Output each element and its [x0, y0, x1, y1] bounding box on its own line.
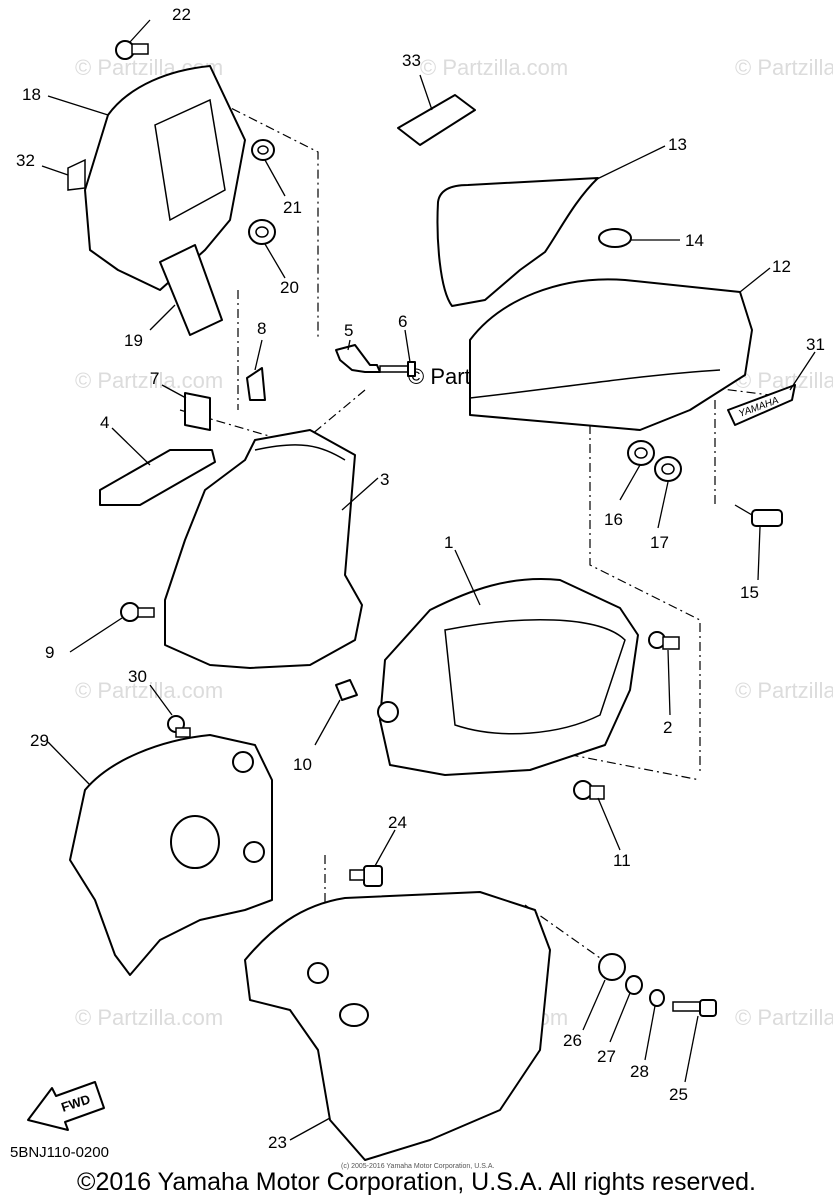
part-12-side-cover [469, 278, 753, 431]
callout: 16 [604, 510, 623, 529]
part-1-cover [377, 578, 639, 776]
part-22-bolt [115, 40, 149, 60]
part-19-pad [159, 244, 223, 336]
watermark: © Partzilla.com [75, 1005, 223, 1030]
watermark: © Partzilla.com [75, 368, 223, 393]
callout: 20 [280, 278, 299, 297]
callout: 23 [268, 1133, 287, 1152]
part-33-clip [397, 94, 476, 146]
watermark: © Partzilla.com [420, 55, 568, 80]
part-2-bolt [648, 631, 680, 650]
callout: 18 [22, 85, 41, 104]
part-28-washer [649, 989, 665, 1007]
part-10-clip [335, 679, 358, 701]
callout: 9 [45, 643, 54, 662]
callout: 17 [650, 533, 669, 552]
callout-numbers: 22 18 32 33 13 21 14 12 20 19 8 5 6 31 7… [16, 5, 825, 1152]
callout: 8 [257, 319, 266, 338]
callout: 6 [398, 312, 407, 331]
copyright-footer: ©2016 Yamaha Motor Corporation, U.S.A. A… [77, 1168, 756, 1196]
part-5-bracket [335, 344, 381, 373]
part-24-bolt [349, 865, 383, 887]
tiny-copyright: (c) 2005-2016 Yamaha Motor Corporation, … [341, 1163, 495, 1170]
callout: 7 [150, 369, 159, 388]
callout: 11 [613, 851, 631, 870]
callout: 14 [685, 231, 704, 250]
callout: 3 [380, 470, 389, 489]
callout: 2 [663, 718, 672, 737]
callout: 25 [669, 1085, 688, 1104]
callout: 4 [100, 413, 109, 432]
part-21-grommet [251, 139, 275, 161]
part-15-fastener [734, 504, 783, 527]
watermark: © Partzilla.com [735, 1005, 833, 1030]
callout: 5 [344, 321, 353, 340]
callout: 1 [444, 533, 453, 552]
callout: 29 [30, 731, 49, 750]
part-4-sheet [99, 449, 216, 506]
part-6-screw [379, 361, 416, 377]
part-16-nut [627, 440, 655, 466]
part-29-sprocket-cover [69, 734, 273, 976]
watermark: © Partzilla.com [735, 55, 833, 80]
callout: 31 [806, 335, 825, 354]
part-11-bolt [573, 780, 605, 800]
callout: 22 [172, 5, 191, 24]
part-9-bolt [120, 602, 155, 622]
part-32-label [67, 158, 86, 191]
callout: 24 [388, 813, 407, 832]
callout: 12 [772, 257, 791, 276]
callout: 33 [402, 51, 421, 70]
part-20-grommet [248, 219, 276, 245]
watermark: © Partzilla.com [75, 678, 223, 703]
part-3-battery-box [164, 429, 363, 669]
callout: 30 [128, 667, 147, 686]
callout: 13 [668, 135, 687, 154]
callout: 21 [283, 198, 302, 217]
part-27-collar [625, 975, 643, 995]
callout: 28 [630, 1062, 649, 1081]
part-30-bolt [167, 715, 191, 738]
part-23-crankcase-cover [244, 891, 551, 1161]
part-8-clip [246, 367, 266, 401]
part-18-side-cover [84, 65, 246, 291]
callout: 10 [293, 755, 312, 774]
callout: 32 [16, 151, 35, 170]
part-17-grommet [654, 456, 682, 482]
part-26-spacer [598, 953, 626, 981]
callout: 27 [597, 1047, 616, 1066]
fwd-arrow: FWD [27, 1081, 105, 1131]
callout: 26 [563, 1031, 582, 1050]
part-25-bolt [672, 999, 717, 1017]
part-7-pad [184, 392, 211, 431]
watermark: © Partzilla.com [735, 678, 833, 703]
callout: 15 [740, 583, 759, 602]
callout: 19 [124, 331, 143, 350]
diagram-code: 5BNJ110-0200 [10, 1144, 109, 1161]
part-14-grommet [598, 228, 632, 248]
leader-lines [41, 19, 816, 1141]
part-13-plate [436, 177, 599, 307]
